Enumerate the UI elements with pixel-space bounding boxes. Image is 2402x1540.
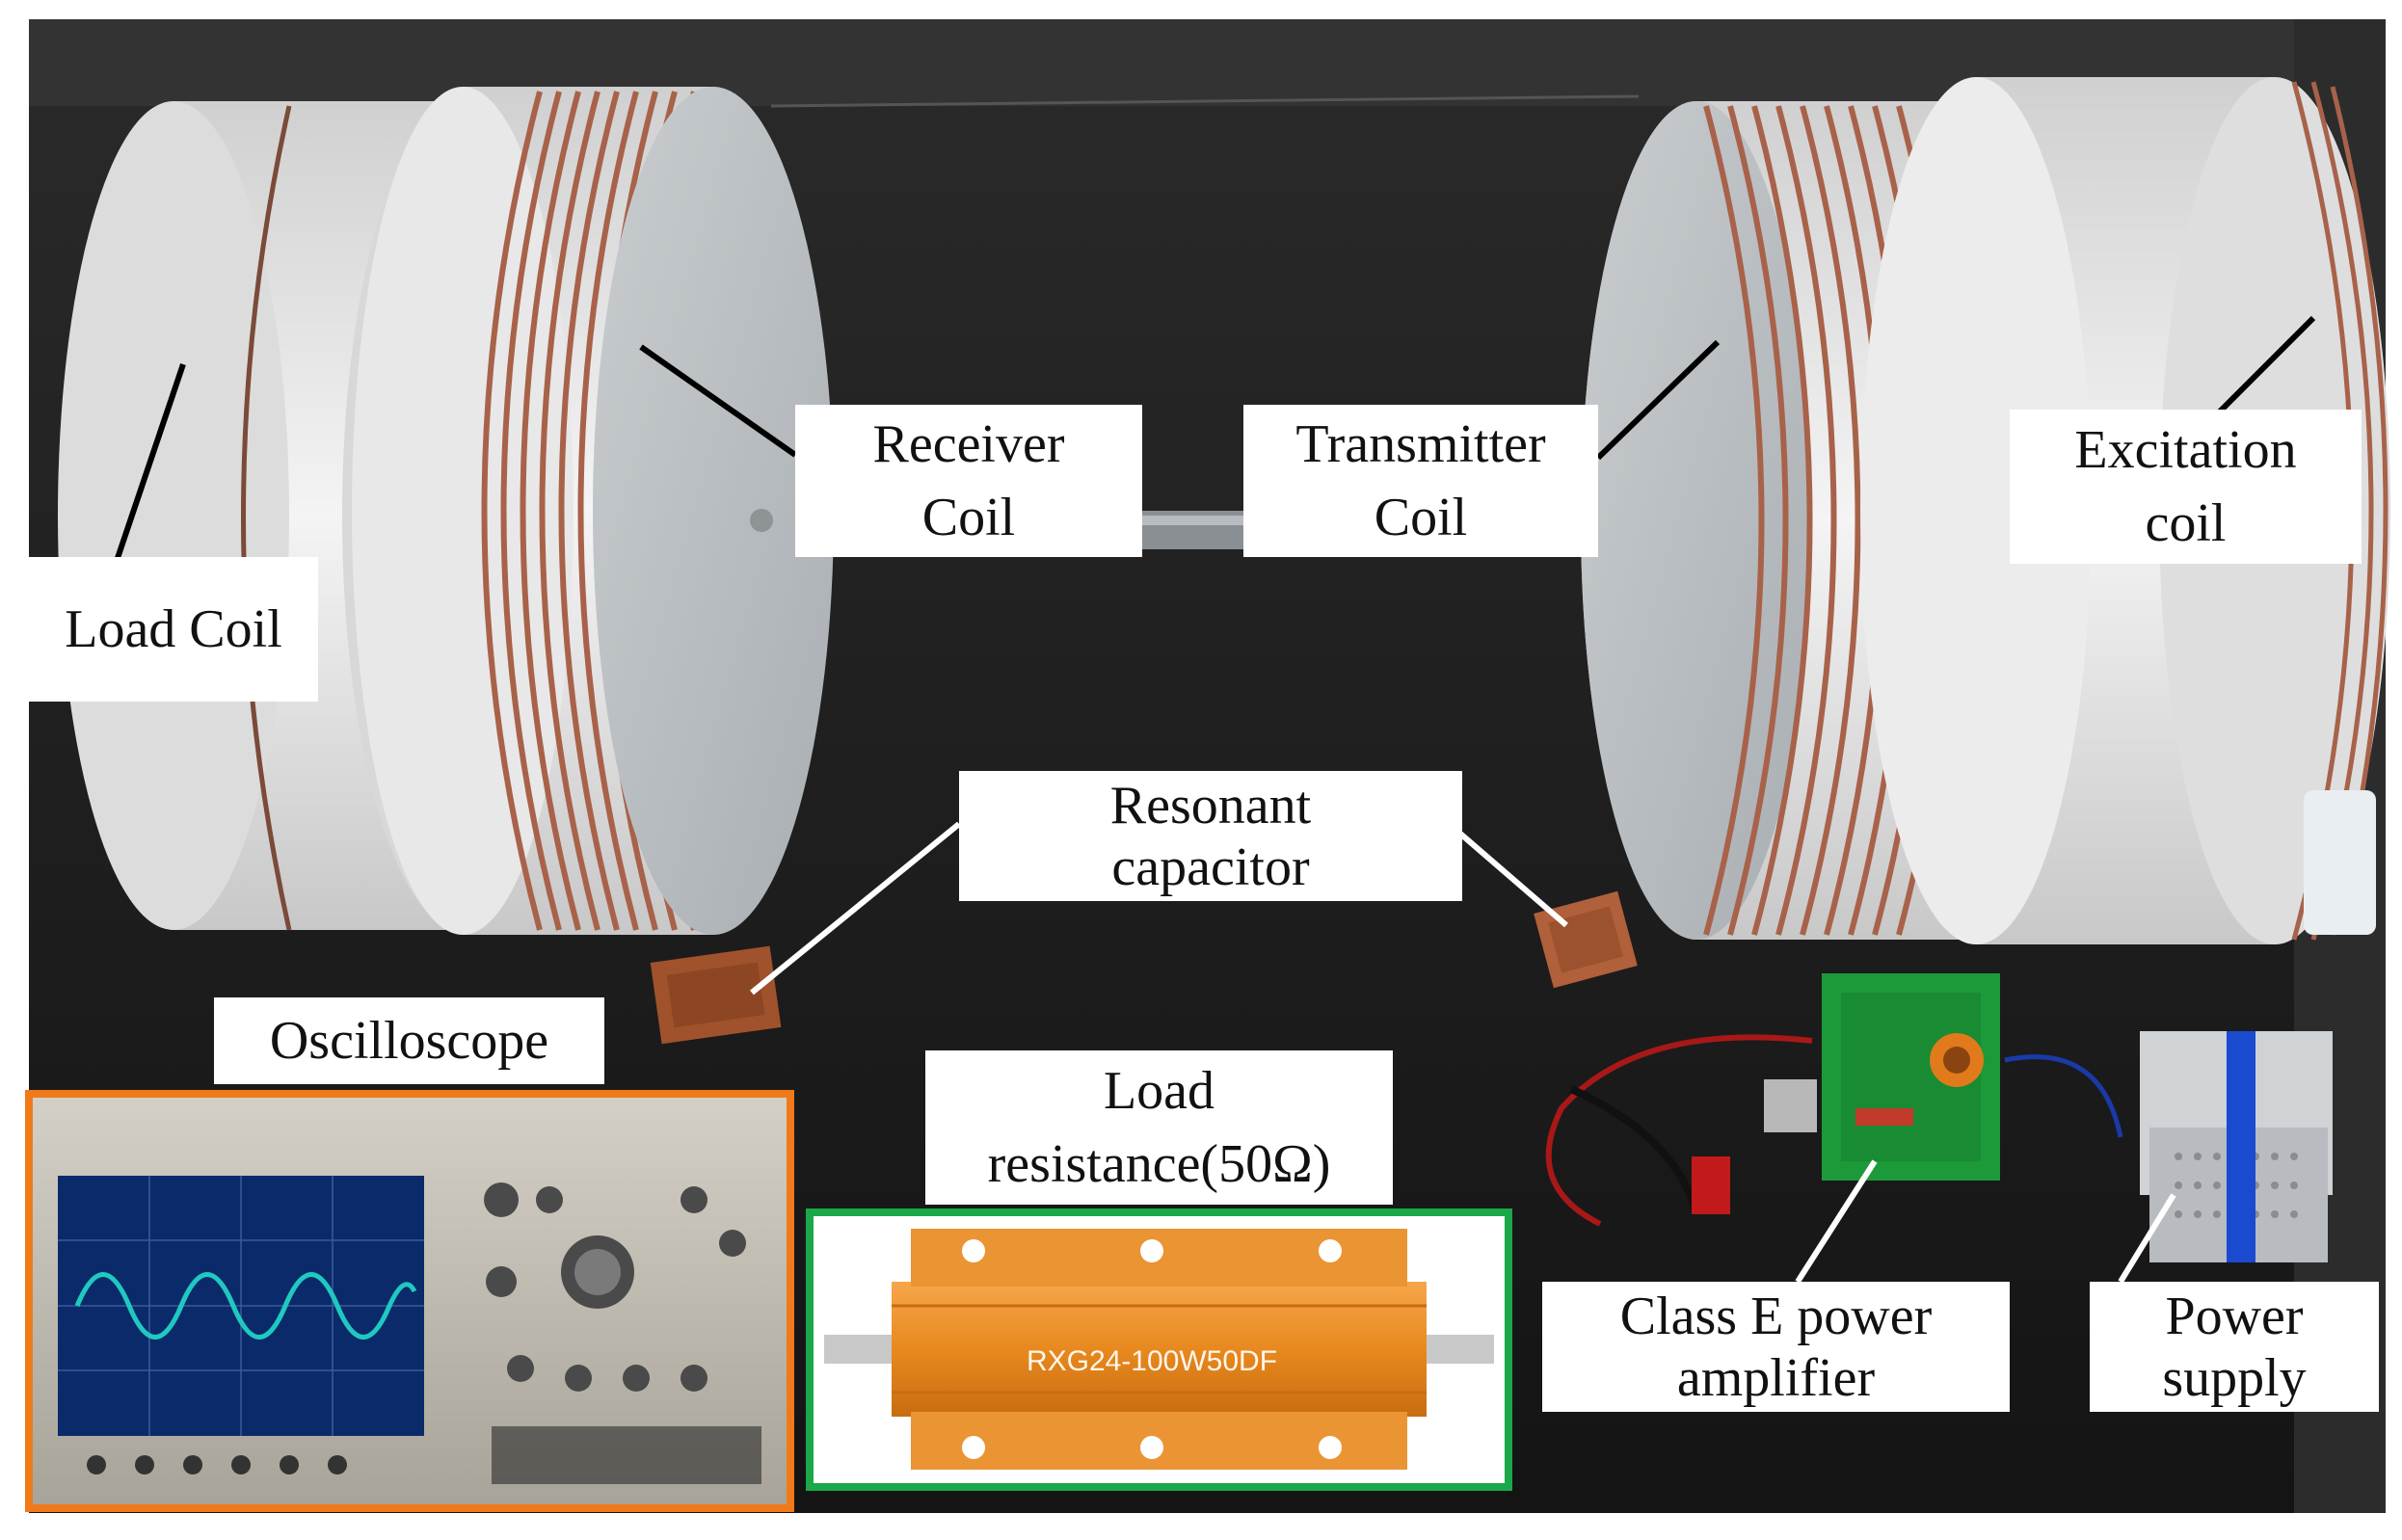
leader-lines-black: [113, 315, 2316, 565]
resonant-capacitor-board-left: [650, 945, 782, 1045]
power-strip: [2304, 790, 2376, 935]
resistor-marking: RXG24-100W50DF: [1027, 1345, 1277, 1377]
oscilloscope-waveform: [74, 1272, 417, 1340]
label-excitation-coil: Excitation coil: [2010, 410, 2362, 564]
power-supply-unit: [2140, 1031, 2333, 1262]
label-power-supply: Power supply: [2090, 1282, 2379, 1412]
leader-lines-white: [750, 821, 2176, 1284]
power-switch: [1692, 1156, 1730, 1214]
receiver-coil-drum: [352, 87, 834, 935]
label-transmitter-coil: Transmitter Coil: [1243, 405, 1598, 557]
resistor-body: [892, 1282, 1427, 1417]
resistor-border: [806, 1208, 1512, 1491]
label-oscilloscope: Oscilloscope: [214, 997, 604, 1084]
label-resonant-capacitor: Resonant capacitor: [959, 771, 1462, 901]
load-resistor-inset: RXG24-100W50DF: [806, 1208, 1512, 1491]
label-receiver-coil: Receiver Coil: [795, 405, 1142, 557]
oscilloscope-inset: [25, 1090, 794, 1512]
label-load-coil: Load Coil: [29, 557, 318, 702]
class-e-amplifier-board: [1764, 973, 2000, 1181]
label-load-resistance: Load resistance(50Ω): [925, 1050, 1393, 1205]
label-class-e-power-amplifier: Class E power amplifier: [1542, 1282, 2010, 1412]
oscilloscope-border: [25, 1090, 794, 1512]
